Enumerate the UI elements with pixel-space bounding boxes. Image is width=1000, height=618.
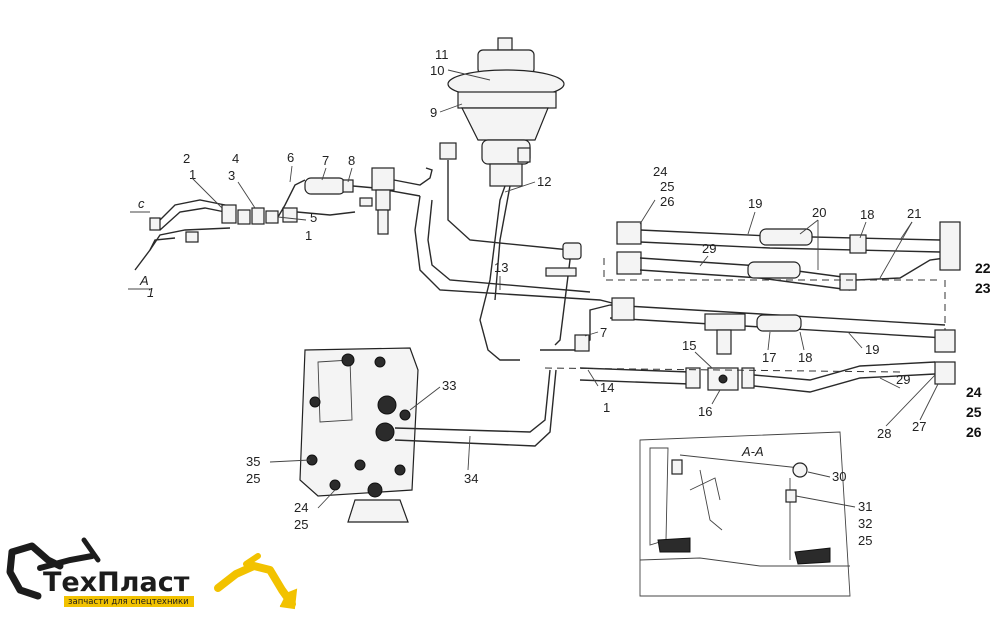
callout-9: 9 (430, 105, 437, 120)
callout-30: 30 (832, 469, 846, 484)
excavator-left-icon (6, 537, 101, 600)
callout-25a: 25 (660, 179, 674, 194)
callout-12: 12 (537, 174, 551, 189)
callout-24a: 24 (653, 164, 667, 179)
callout-25d: 25 (246, 471, 260, 486)
callout-16: 16 (698, 404, 712, 419)
callout-1a: 1 (189, 167, 196, 182)
callout-5: 5 (310, 210, 317, 225)
callout-11: 11 (435, 47, 449, 62)
brand-name: ТехПласт (43, 567, 190, 598)
callout-35: 35 (246, 454, 260, 469)
callout-29b: 29 (896, 372, 910, 387)
callout-1b: 1 (305, 228, 312, 243)
callout-25b: 25 (966, 404, 982, 420)
callout-1c: 1 (603, 400, 610, 415)
brand-tagline: запчасти для спецтехники (68, 597, 189, 607)
callout-24c: 24 (294, 500, 308, 515)
brand-logo: ТехПласт запчасти для спецтехники (6, 537, 298, 610)
callout-10: 10 (430, 63, 444, 78)
callout-23: 23 (975, 280, 991, 296)
callout-18b: 18 (860, 207, 874, 222)
callout-25e: 25 (294, 517, 308, 532)
callout-21: 21 (907, 206, 921, 221)
callout-7b: 7 (600, 325, 607, 340)
valve-block (299, 347, 557, 523)
section-label-a: A (139, 273, 149, 288)
upper-right-pipe-runs (544, 221, 961, 373)
section-a-a-view (639, 431, 851, 597)
callout-14: 14 (600, 380, 614, 395)
callout-29a: 29 (702, 241, 716, 256)
callout-3: 3 (228, 168, 235, 183)
callout-31: 31 (858, 499, 872, 514)
callout-24b: 24 (966, 384, 982, 400)
callout-13: 13 (494, 260, 508, 275)
section-label-a-num: 1 (147, 285, 154, 300)
callout-26a: 26 (660, 194, 674, 209)
callout-26b: 26 (966, 424, 982, 440)
callout-15: 15 (682, 338, 696, 353)
callout-34: 34 (464, 471, 478, 486)
callout-19a: 19 (865, 342, 879, 357)
callout-19b: 19 (748, 196, 762, 211)
callout-18a: 18 (798, 350, 812, 365)
callout-8: 8 (348, 153, 355, 168)
callout-6: 6 (287, 150, 294, 165)
callout-28: 28 (877, 426, 891, 441)
callout-32: 32 (858, 516, 872, 531)
section-label-c: c (138, 196, 145, 211)
callout-22: 22 (975, 260, 991, 276)
callout-2: 2 (183, 151, 190, 166)
callout-4: 4 (232, 151, 239, 166)
callout-33: 33 (442, 378, 456, 393)
callout-17: 17 (762, 350, 776, 365)
brake-chamber-assembly (439, 37, 571, 361)
callout-27: 27 (912, 419, 926, 434)
callout-20: 20 (812, 205, 826, 220)
callout-labels: c A 1 A-A 1 2 3 4 5 1 6 7 8 11 10 9 12 1… (128, 47, 991, 548)
excavator-right-icon (214, 553, 298, 610)
tagline-bar (64, 596, 194, 607)
left-pipe-assembly (134, 167, 433, 271)
callout-25c: 25 (858, 533, 872, 548)
center-pipe-runs (414, 195, 956, 393)
section-label-a-a: A-A (741, 444, 764, 459)
callout-7: 7 (322, 153, 329, 168)
